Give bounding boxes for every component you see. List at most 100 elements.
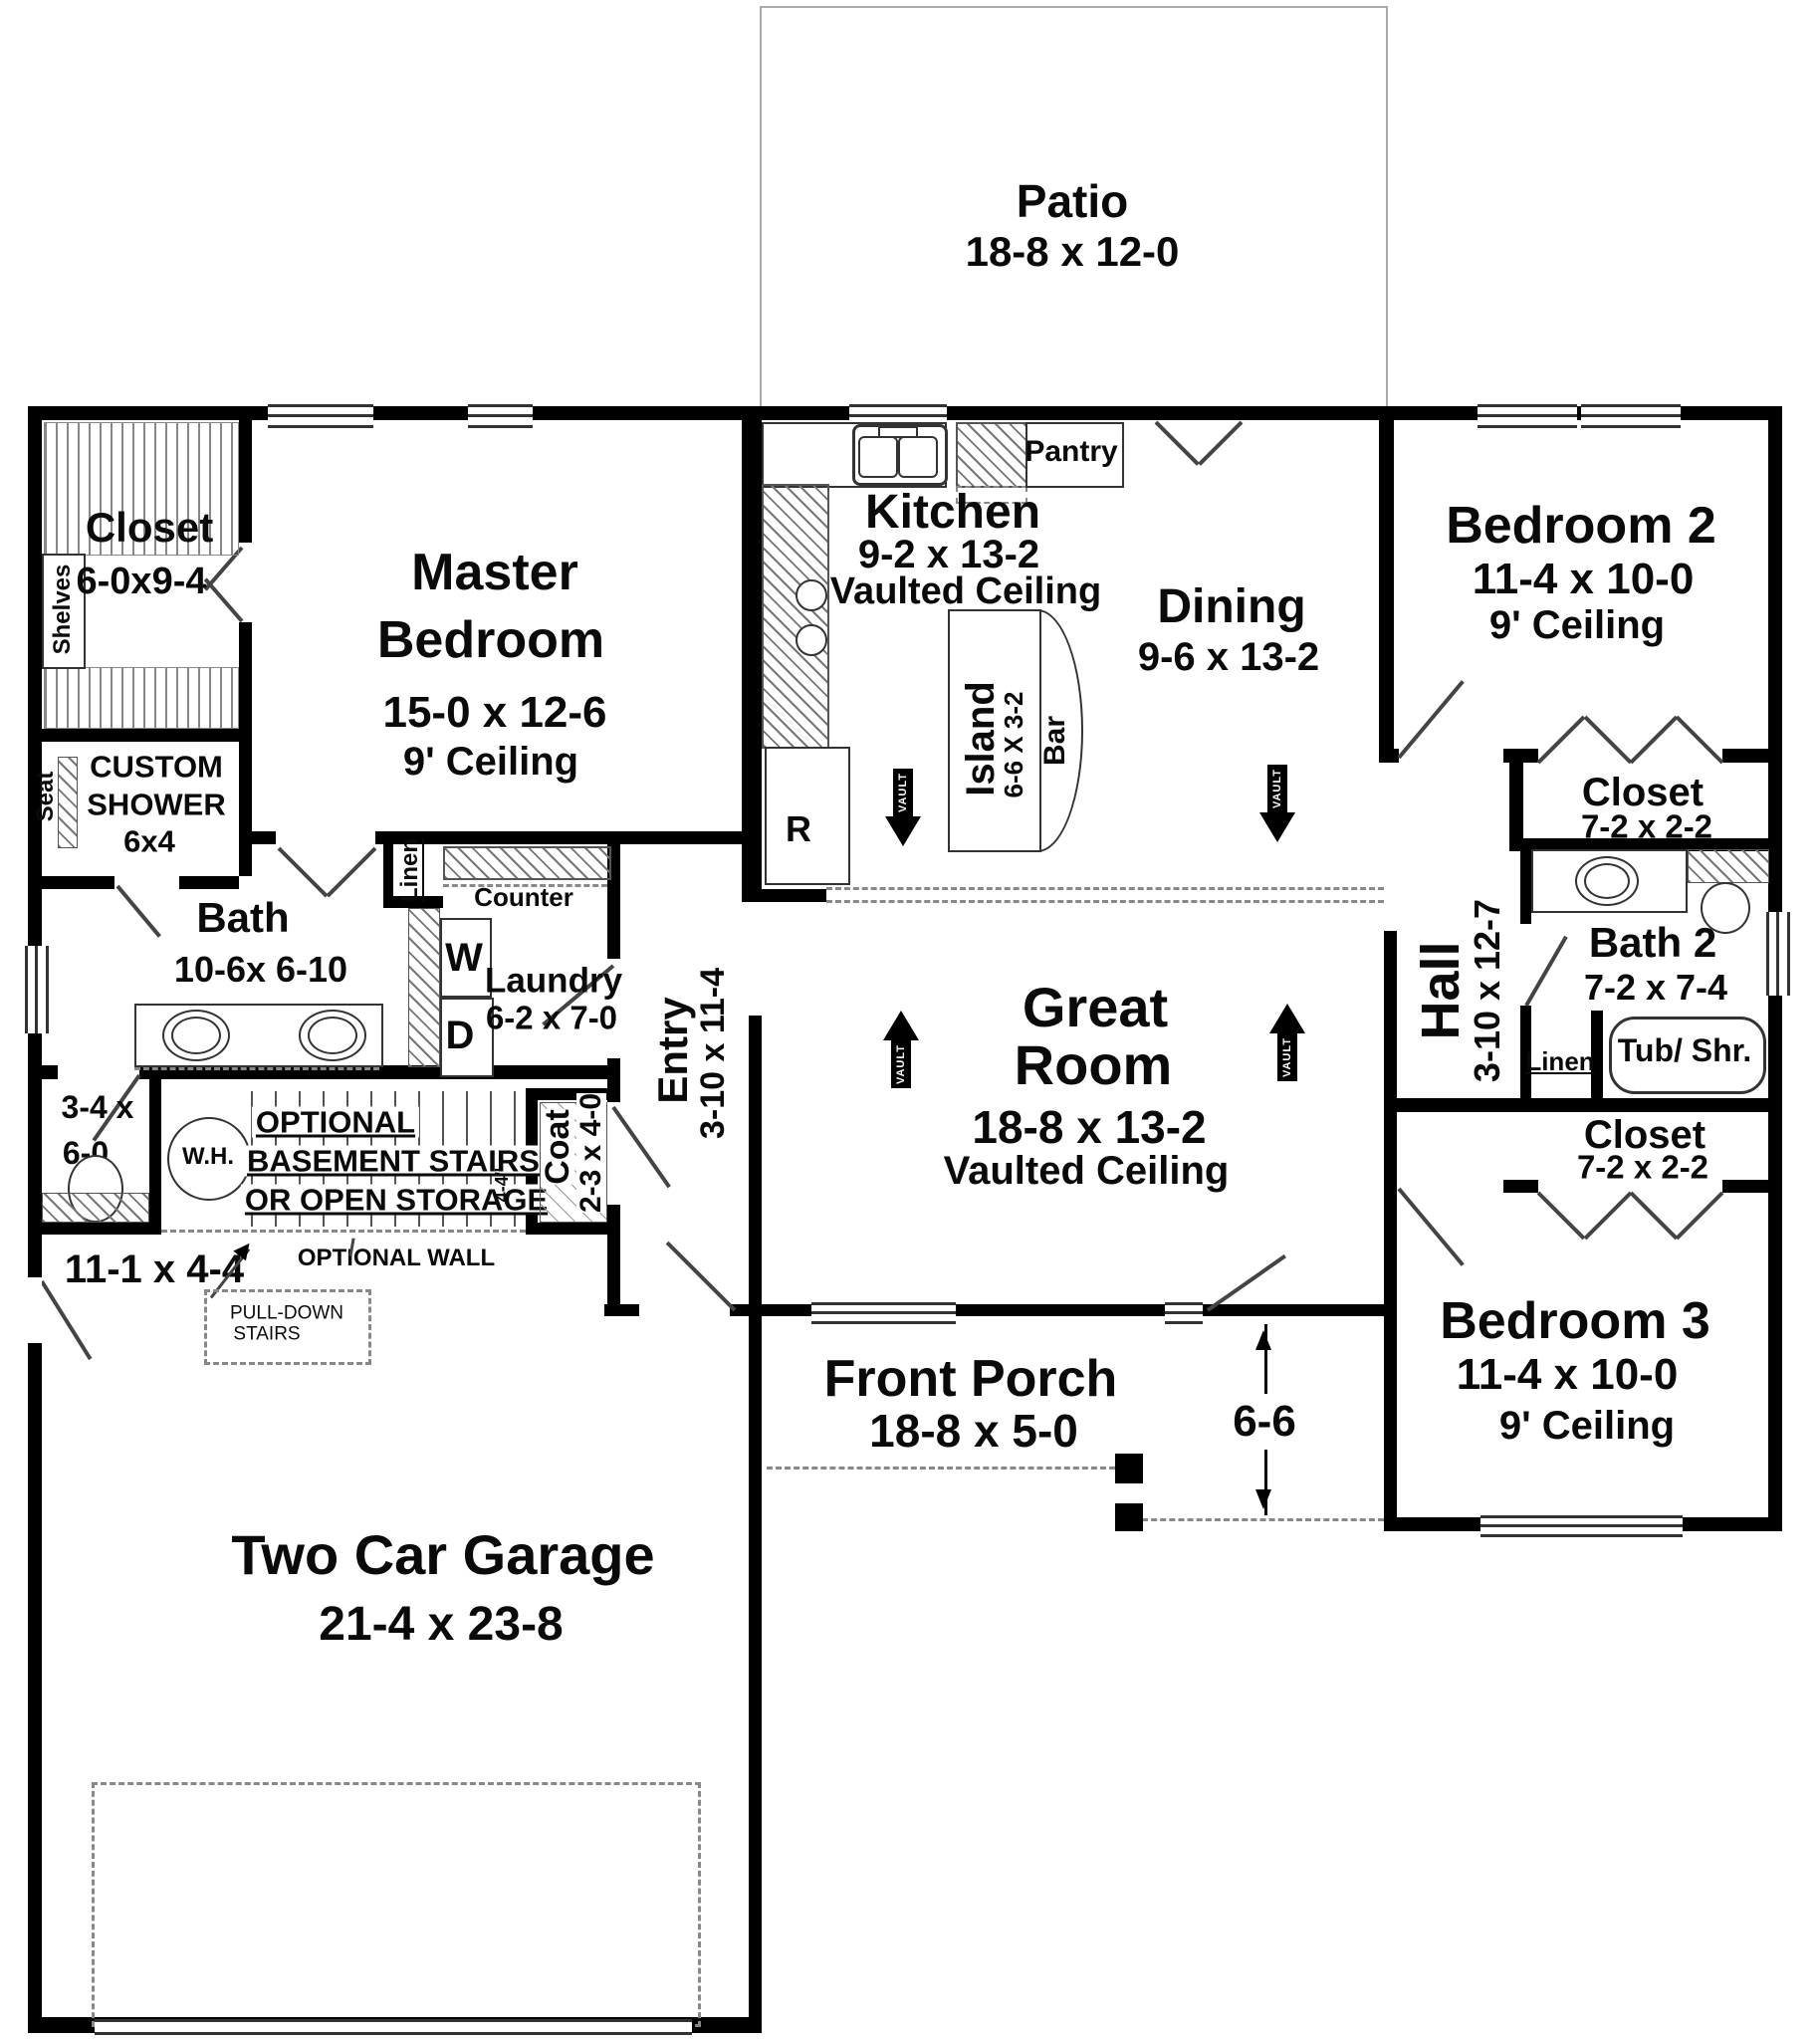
wall-linen1-left: [383, 844, 393, 906]
porch-edge-right: [1142, 1518, 1384, 1521]
wall-shower-bottom-b: [179, 876, 239, 889]
bath2-dims: 7-2 x 7-4: [1583, 967, 1728, 1008]
garage-side-door-opening: [28, 1277, 42, 1343]
custom-shower-label3: 6x4: [123, 823, 175, 859]
toilet-vanity-hatch: [42, 1193, 149, 1223]
wall-bed2-bottom-a: [1384, 749, 1399, 763]
door-bed3-closet-d: [1675, 1191, 1724, 1241]
bath2-label: Bath 2: [1588, 919, 1717, 966]
pantry-dash: [956, 486, 1027, 504]
wall-bath2-left-b: [1520, 1006, 1531, 1098]
bedroom3-label: Bedroom 3: [1440, 1292, 1710, 1350]
garage-door-dash: [92, 1782, 701, 2027]
porch-depth-label: 6-6: [1223, 1394, 1306, 1450]
wall-closet1-bottom: [28, 729, 239, 742]
door-bath2: [1524, 935, 1568, 1007]
door-bed3-closet-c: [1629, 1191, 1679, 1241]
porch-post-2: [1115, 1503, 1143, 1531]
door-bed2: [1397, 680, 1465, 760]
entry-label: Entry: [649, 997, 696, 1104]
laundry-counter-hatch: [443, 846, 611, 880]
bath2-sink-inner: [1584, 863, 1630, 899]
wall-toilet-right: [149, 1079, 161, 1235]
vault-arrow-shaft: VAULT: [893, 769, 913, 816]
patio-dims: 18-8 x 12-0: [965, 228, 1180, 275]
tub-label: Tub/ Shr.: [1617, 1032, 1752, 1068]
optional-wall-label: OPTIONAL WALL: [297, 1245, 496, 1271]
custom-shower-label1: CUSTOM: [90, 749, 223, 785]
linen1-label: Linen: [396, 838, 423, 902]
shelves-label: Shelves: [49, 564, 76, 655]
wall-toilet-bottom: [28, 1223, 161, 1235]
kitchen-burner-2: [796, 624, 827, 656]
door-bed3: [1397, 1187, 1465, 1266]
door-shower: [115, 884, 161, 938]
tub: [1609, 1017, 1766, 1094]
bedroom2-label: Bedroom 2: [1446, 497, 1716, 555]
wall-closet3-bottom-b: [1722, 1180, 1782, 1193]
master-closet-dims: 6-0x9-4: [76, 561, 207, 602]
laundry-label: Laundry: [484, 961, 623, 1001]
kitchen-dims: 9-2 x 13-2: [857, 533, 1040, 576]
wall-closet3-bottom-a: [1503, 1180, 1538, 1193]
vault-arrow-shaft: VAULT: [1267, 765, 1287, 812]
master-bedroom-dims: 15-0 x 12-6: [382, 688, 607, 737]
coat-label: Coat: [539, 1109, 576, 1185]
window-bed2-1: [1478, 404, 1577, 428]
stairs-line2: BASEMENT STAIRS: [243, 1145, 544, 1177]
water-heater: [167, 1117, 251, 1201]
laundry-counter-label: Counter: [474, 882, 573, 912]
water-heater-label: W.H.: [182, 1143, 234, 1170]
bath-dims: 10-6x 6-10: [173, 949, 348, 990]
door-bed2-closet-c: [1629, 715, 1679, 765]
bath2-hatch: [1688, 849, 1769, 883]
pantry-counter-hatch: [956, 422, 1027, 488]
door-front: [665, 1241, 737, 1312]
shelves-box: [42, 554, 86, 669]
pantry-label: Pantry: [1024, 435, 1118, 468]
closet-rod-hatch-top: [44, 422, 239, 556]
pulldown-line1: PULL-DOWN: [229, 1302, 344, 1324]
closet-rod-hatch-bottom: [44, 667, 239, 729]
wall-bath-bottom-a: [28, 1065, 58, 1079]
door-master-double-a: [277, 846, 329, 898]
wall-garage-right: [749, 1316, 762, 2031]
door-master-closet-b: [203, 577, 244, 623]
door-bed2-closet-d: [1675, 715, 1724, 765]
vault-arrow-head: [883, 1011, 919, 1040]
front-porch-label: Front Porch: [823, 1350, 1118, 1408]
pulldown-box: [204, 1289, 371, 1365]
ceiling-break-1: [826, 887, 1384, 890]
wall-hall-left: [1384, 931, 1397, 1517]
master-bedroom-label1: Master: [411, 544, 578, 601]
stairs-line1: OPTIONAL: [251, 1106, 420, 1138]
vault-arrow-kitchen: VAULT: [885, 769, 921, 846]
wall-master-bottom-b: [375, 831, 742, 844]
wall-entry-right: [749, 1016, 762, 1316]
bath-sink-right-inner: [308, 1017, 357, 1054]
patio-label: Patio: [1016, 175, 1129, 227]
closet2-dims: 7-2 x 2-2: [1580, 807, 1713, 845]
window-master-1: [268, 404, 373, 428]
custom-shower-label2: SHOWER: [87, 787, 226, 822]
door-garage-side: [40, 1279, 93, 1361]
wall-front-left: [604, 1304, 639, 1316]
linen2-label: Linen: [1525, 1046, 1595, 1076]
bedroom3-dims: 11-4 x 10-0: [1456, 1350, 1679, 1399]
door-patio-b: [1198, 420, 1244, 466]
master-bedroom-ceiling: 9' Ceiling: [402, 740, 579, 784]
door-bed3-closet-b: [1583, 1191, 1633, 1241]
greatroom-dims: 18-8 x 13-2: [972, 1101, 1207, 1153]
island-label: Island: [959, 681, 1003, 796]
bedroom2-dims: 11-4 x 10-0: [1472, 555, 1695, 603]
bedroom3-ceiling: 9' Ceiling: [1498, 1404, 1676, 1448]
plumbing-chase-hatch: [408, 908, 440, 1067]
closet3-dims: 7-2 x 2-2: [1576, 1148, 1709, 1186]
door-bed2-closet-a: [1536, 715, 1586, 765]
wall-shower-bottom-a: [28, 876, 114, 889]
vault-arrow-dining: VAULT: [1259, 765, 1295, 842]
kitchen-counter-left: [762, 484, 829, 749]
range-box: [765, 747, 850, 885]
bath2-toilet: [1701, 882, 1750, 934]
